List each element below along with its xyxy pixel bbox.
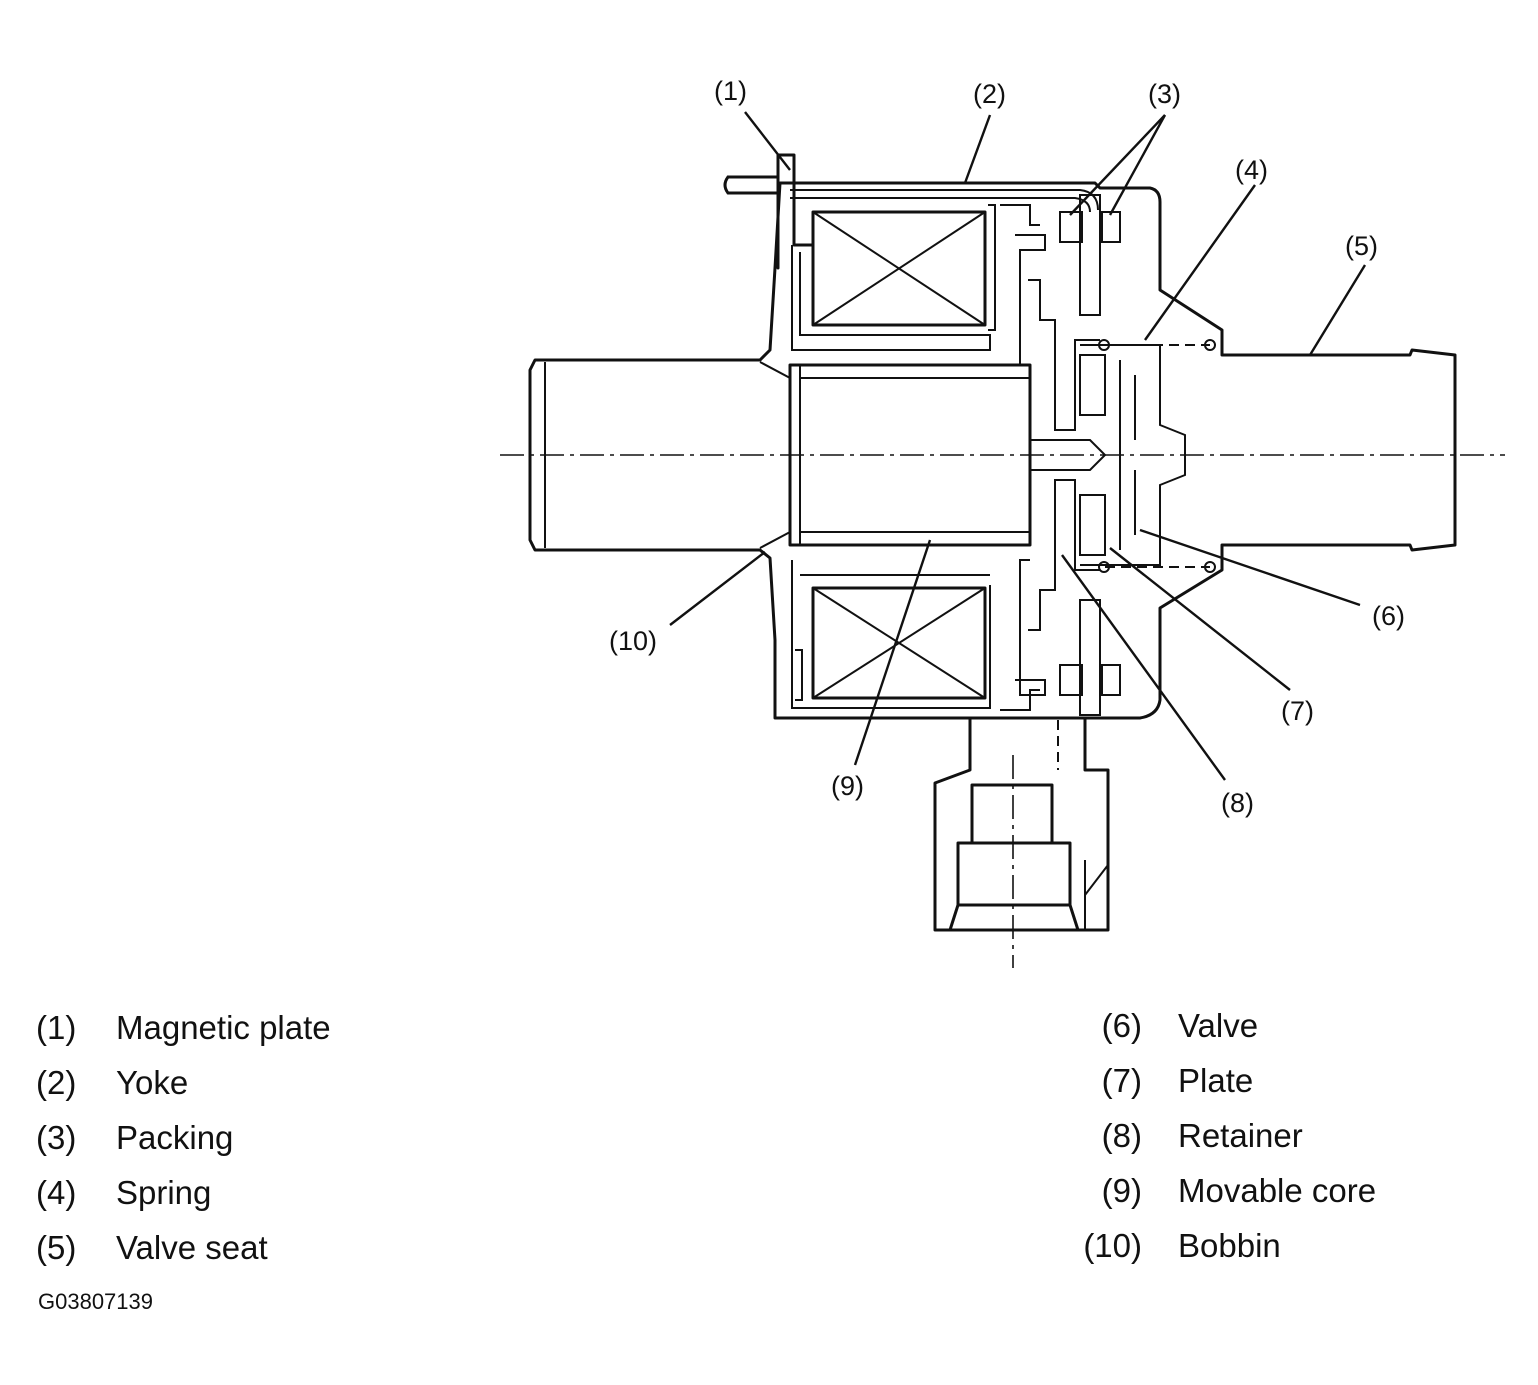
legend-number: (3) (36, 1119, 77, 1156)
leader-lines (669, 111, 1367, 781)
legend-number: (4) (36, 1174, 77, 1211)
legend-label: Spring (116, 1174, 212, 1211)
legend-label: Yoke (116, 1064, 189, 1101)
legend-item: (4) Spring (36, 1165, 331, 1220)
legend-number: (10) (1083, 1227, 1142, 1264)
callout-5: (5) (1345, 231, 1378, 261)
valve-housing (758, 181, 1457, 932)
legend-number: (9) (1101, 1172, 1142, 1209)
callout-10: (10) (609, 626, 657, 656)
figure-code: G03807139 (38, 1289, 153, 1314)
legend-label: Valve (1178, 1007, 1259, 1044)
legend-number: (2) (36, 1064, 77, 1101)
legend-label: Bobbin (1178, 1227, 1281, 1264)
yoke (790, 189, 1099, 709)
legend-label: Packing (116, 1119, 234, 1156)
legend-item: (10) Bobbin (1040, 1218, 1376, 1273)
lower-coil (795, 586, 987, 701)
valve (1079, 344, 1186, 566)
retainer (1015, 194, 1101, 716)
legend-item: (3) Packing (36, 1110, 331, 1165)
legend-item: (2) Yoke (36, 1055, 331, 1110)
legend-left: (1) Magnetic plate (2) Yoke (3) Packing (4)… (36, 1000, 331, 1275)
callout-9: (9) (831, 771, 864, 801)
legend-label: Movable core (1178, 1172, 1377, 1209)
legend-item: (1) Magnetic plate (36, 1000, 331, 1055)
legend-right: (6) Valve (7) Plate (8) Retainer (9) Movable… (1040, 998, 1376, 1273)
callout-7: (7) (1281, 696, 1314, 726)
legend-number: (7) (1101, 1062, 1142, 1099)
legend-label: Magnetic plate (116, 1009, 331, 1046)
legend-item: (8) Retainer (1040, 1108, 1376, 1163)
electrical-connector (948, 709, 1109, 932)
legend-number: (1) (36, 1009, 77, 1046)
legend-number: (6) (1101, 1007, 1142, 1044)
legend-item: (7) Plate (1040, 1053, 1376, 1108)
spring (1098, 339, 1216, 573)
callout-2: (2) (973, 79, 1006, 109)
legend-label: Retainer (1178, 1117, 1303, 1154)
callout-6: (6) (1372, 601, 1405, 631)
movable-core (788, 363, 1107, 547)
legend-label: Plate (1178, 1062, 1254, 1099)
legend-number: (8) (1101, 1117, 1142, 1154)
upper-coil (811, 204, 996, 331)
legend-label: Valve seat (116, 1229, 268, 1266)
magnetic-plate (723, 153, 814, 270)
legend-number: (5) (36, 1229, 77, 1266)
legend-item: (6) Valve (1040, 998, 1376, 1053)
legend-item: (9) Movable core (1040, 1163, 1376, 1218)
callout-1: (1) (714, 76, 747, 106)
legend-item: (5) Valve seat (36, 1220, 331, 1275)
callout-3: (3) (1148, 79, 1181, 109)
callout-4: (4) (1235, 155, 1268, 185)
solenoid-valve-cross-section: (1) (2) (3) (4) (5) (6) (7) (8) (9) (10) (500, 76, 1505, 968)
callout-8: (8) (1221, 788, 1254, 818)
